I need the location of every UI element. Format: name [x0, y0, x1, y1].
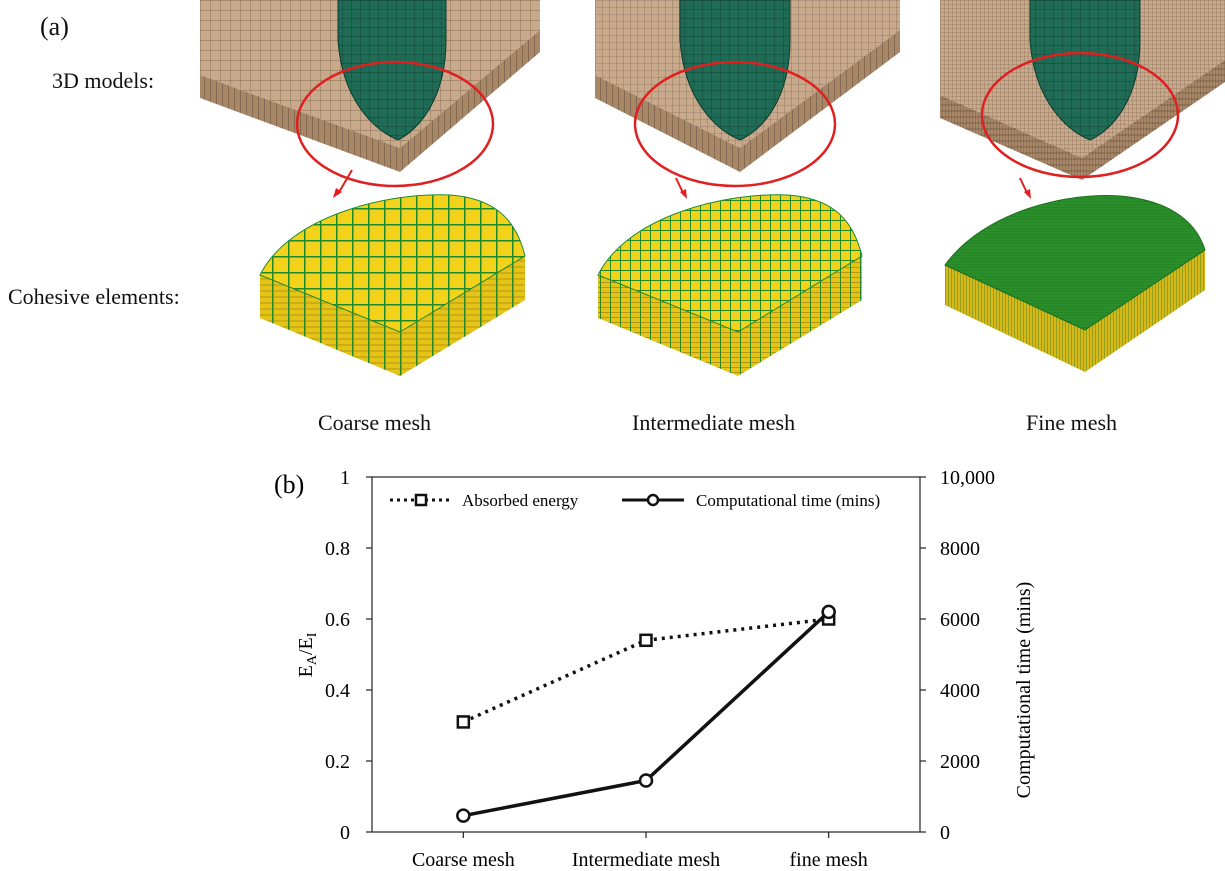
- model-coarse: [200, 0, 540, 198]
- panel-a-illustration: [200, 0, 1225, 376]
- y-right-ticks: 0 2000 4000 6000 8000 10,000: [920, 467, 995, 844]
- data-point-computational-time: [821, 604, 836, 620]
- highlight-circle-intermediate: [633, 60, 837, 188]
- y-left-tick-label: 1: [340, 467, 350, 489]
- model-fine: [940, 0, 1225, 199]
- row-label-cohesive-elements: Cohesive elements:: [8, 284, 180, 309]
- cohesive-intermediate: [597, 194, 863, 376]
- row-label-3d-models: 3D models:: [52, 68, 155, 93]
- legend-computational-time-label: Computational time (mins): [696, 491, 880, 510]
- x-tick-label: Coarse mesh: [412, 849, 515, 871]
- y-left-axis-title: EA/EI: [295, 632, 320, 677]
- y-left-tick-label: 0: [340, 822, 350, 844]
- y-right-tick-label: 8000: [940, 538, 980, 560]
- y-left-tick-label: 0.4: [325, 680, 350, 702]
- data-point-absorbed-energy: [456, 715, 471, 729]
- arrow-coarse: [337, 169, 353, 195]
- y-right-tick-label: 10,000: [940, 467, 995, 489]
- caption-intermediate-mesh: Intermediate mesh: [632, 410, 796, 435]
- highlight-circle-fine: [980, 51, 1180, 179]
- y-right-tick-label: 4000: [940, 680, 980, 702]
- highlight-circle-coarse: [295, 60, 495, 188]
- y-left-tick-label: 0.2: [325, 751, 350, 773]
- cohesive-coarse: [259, 194, 526, 376]
- x-tick-label: Intermediate mesh: [572, 849, 720, 871]
- data-point-computational-time: [638, 773, 654, 788]
- panel-b-label: (b): [274, 470, 304, 499]
- line-chart: (b) EA/EI Computational time (mins) Abso…: [274, 467, 1035, 871]
- caption-coarse-mesh: Coarse mesh: [318, 410, 432, 435]
- legend: Absorbed energy Computational time (mins…: [390, 491, 880, 510]
- y-right-tick-label: 2000: [940, 751, 980, 773]
- data-point-absorbed-energy: [639, 633, 653, 648]
- y-left-ticks: 0 0.2 0.4 0.6 0.8 1: [325, 467, 372, 844]
- x-tick-label: fine mesh: [790, 849, 868, 871]
- legend-absorbed-energy-marker: [414, 493, 428, 507]
- panel-a-label: (a): [40, 12, 69, 41]
- impactor-fine: [1029, 0, 1141, 141]
- cohesive-fine: [944, 194, 1206, 372]
- x-ticks: Coarse mesh Intermediate mesh fine mesh: [412, 832, 868, 871]
- y-right-axis-title: Computational time (mins): [1013, 582, 1035, 799]
- caption-fine-mesh: Fine mesh: [1026, 410, 1118, 435]
- series-layer: [456, 604, 836, 823]
- y-right-tick-label: 0: [940, 822, 950, 844]
- legend-computational-time-marker: [646, 493, 660, 507]
- model-intermediate: [595, 0, 900, 199]
- y-left-tick-label: 0.6: [325, 609, 350, 631]
- legend-absorbed-energy-label: Absorbed energy: [462, 491, 579, 510]
- y-right-tick-label: 6000: [940, 609, 980, 631]
- impactor-intermediate: [679, 0, 791, 141]
- y-left-tick-label: 0.8: [325, 538, 350, 560]
- data-point-computational-time: [456, 808, 471, 823]
